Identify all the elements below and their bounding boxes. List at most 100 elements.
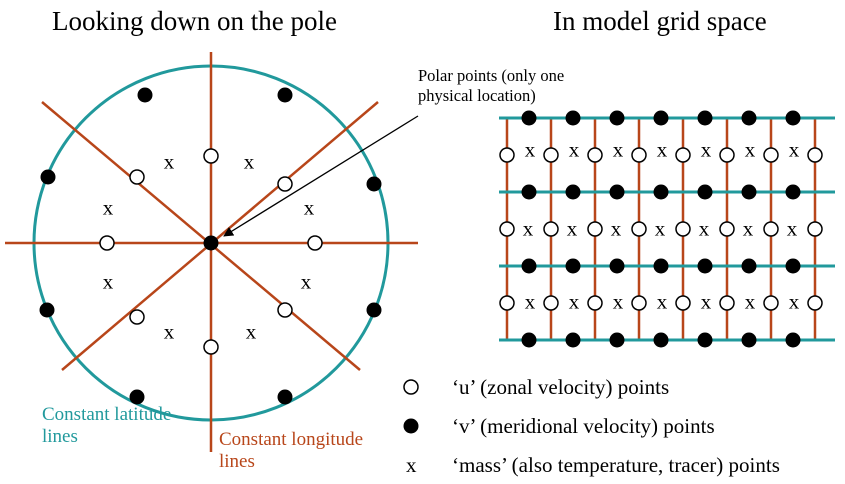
grid-mass-point: x — [524, 137, 536, 162]
grid-u-point — [763, 147, 779, 163]
longitude-lines-label: Constant longitude lines — [219, 429, 364, 472]
v-point — [277, 389, 293, 405]
grid-mass-point: x — [568, 137, 580, 162]
mass-point: x — [102, 195, 114, 220]
u-point — [307, 235, 323, 251]
grid-v-point — [697, 258, 713, 274]
grid-v-point — [785, 332, 801, 348]
mass-point: x — [102, 269, 114, 294]
legend-mass-label: ‘mass’ (also temperature, tracer) points — [452, 453, 780, 477]
pole-point — [203, 235, 219, 251]
grid-v-point — [741, 332, 757, 348]
grid-u-point — [543, 295, 559, 311]
grid-u-point — [807, 295, 823, 311]
u-points-inner — [99, 148, 323, 355]
grid-v-point — [565, 258, 581, 274]
grid-mass-point: x — [566, 216, 578, 241]
grid-mass-point: x — [524, 289, 536, 314]
grid-mass-point: x — [744, 289, 756, 314]
legend-u-icon — [403, 379, 419, 395]
legend-v-label: ‘v’ (meridional velocity) points — [452, 414, 715, 438]
grid-v-point — [697, 184, 713, 200]
v-point — [40, 169, 56, 185]
v-point — [277, 87, 293, 103]
grid-v-point — [565, 110, 581, 126]
mass-point: x — [245, 319, 257, 344]
grid-u-point — [719, 295, 735, 311]
u-point — [203, 339, 219, 355]
grid-u-point — [763, 295, 779, 311]
grid-v-point — [785, 258, 801, 274]
grid-v-point — [521, 258, 537, 274]
u-point — [277, 176, 293, 192]
grid-u-point — [587, 295, 603, 311]
grid-u-point — [499, 221, 515, 237]
grid-mass-point: x — [656, 289, 668, 314]
grid-v-point — [741, 184, 757, 200]
grid-v-point — [609, 332, 625, 348]
grid-mass-point: x — [612, 137, 624, 162]
u-point — [277, 302, 293, 318]
grid-mass-point: x — [700, 137, 712, 162]
grid-mass-point: x — [654, 216, 666, 241]
grid-v-point — [741, 110, 757, 126]
grid-u-point — [543, 147, 559, 163]
grid-mass-point: x — [788, 289, 800, 314]
longitude-line-diagonal-a — [41, 101, 361, 371]
grid-u-point — [675, 295, 691, 311]
grid-u-point — [587, 147, 603, 163]
grid-v-point — [741, 258, 757, 274]
grid-v-point — [653, 184, 669, 200]
grid-mass-point: x — [568, 289, 580, 314]
grid-mass-point: x — [700, 289, 712, 314]
grid-mass-point: x — [744, 137, 756, 162]
grid-u-point — [675, 221, 691, 237]
grid-u-point — [631, 147, 647, 163]
v-point — [366, 302, 382, 318]
pole-view — [5, 52, 419, 452]
latitude-lines-label: Constant latitude lines — [42, 404, 172, 447]
v-point — [137, 87, 153, 103]
grid-mass-point: x — [612, 289, 624, 314]
mass-point: x — [163, 319, 175, 344]
grid-v-point — [697, 110, 713, 126]
polar-points-callout: Polar points (only one physical location… — [418, 66, 565, 105]
u-point — [129, 169, 145, 185]
mass-point: x — [163, 149, 175, 174]
legend-u-label: ‘u’ (zonal velocity) points — [452, 375, 670, 399]
grid-v-point — [521, 110, 537, 126]
grid-u-point — [543, 221, 559, 237]
grid-v-point — [565, 184, 581, 200]
grid-u-point — [807, 147, 823, 163]
grid-mass-point: x — [786, 216, 798, 241]
mass-point: x — [243, 149, 255, 174]
grid-v-point — [653, 258, 669, 274]
legend-symbols — [403, 379, 419, 434]
grid-v-point — [609, 258, 625, 274]
grid-mass-point: x — [698, 216, 710, 241]
pole-view-title: Looking down on the pole — [52, 6, 337, 36]
longitude-lines — [5, 52, 418, 452]
grid-u-point — [719, 147, 735, 163]
grid-mass-point: x — [788, 137, 800, 162]
grid-mass-point: x — [610, 216, 622, 241]
grid-v-points — [521, 110, 801, 348]
longitude-line-diagonal-b — [61, 101, 379, 371]
grid-v-point — [653, 332, 669, 348]
grid-u-point — [807, 221, 823, 237]
v-point — [39, 302, 55, 318]
grid-u-point — [719, 221, 735, 237]
grid-v-point — [785, 184, 801, 200]
v-points-outer — [39, 87, 382, 405]
grid-v-point — [565, 332, 581, 348]
grid-u-point — [587, 221, 603, 237]
grid-v-point — [609, 110, 625, 126]
grid-u-point — [499, 147, 515, 163]
grid-mass-point: x — [522, 216, 534, 241]
u-point — [99, 235, 115, 251]
grid-v-point — [653, 110, 669, 126]
mass-point: x — [300, 269, 312, 294]
grid-u-point — [631, 221, 647, 237]
grid-u-point — [675, 147, 691, 163]
